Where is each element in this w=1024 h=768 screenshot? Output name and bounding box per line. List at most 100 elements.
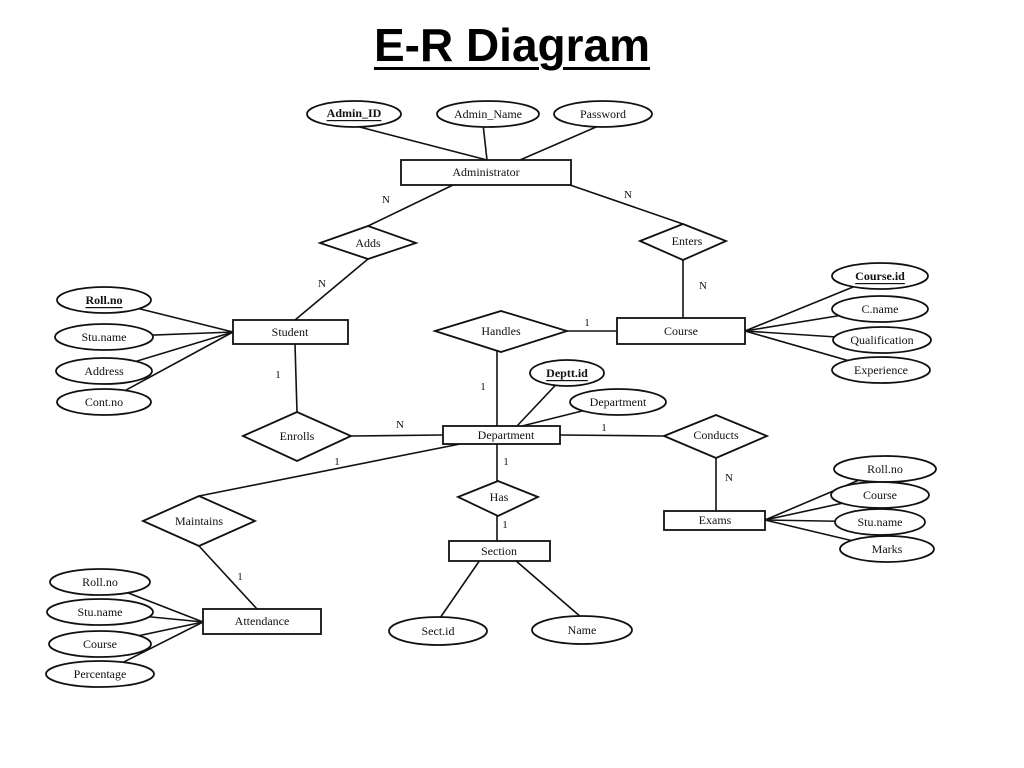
connector-line — [351, 124, 488, 161]
relationship-label: Conducts — [693, 428, 739, 442]
connector-line — [569, 184, 684, 225]
attribute-label: Stu.name — [858, 515, 903, 529]
entity-student: Student — [232, 319, 349, 345]
attribute-section-name: Name — [531, 615, 633, 645]
attribute-label: Roll.no — [867, 462, 903, 476]
relationship-label: Has — [490, 490, 509, 504]
attribute-label: Sect.id — [422, 624, 455, 638]
attribute-course-experience: Experience — [831, 356, 931, 384]
cardinality-label: N — [318, 278, 326, 290]
attribute-label: Stu.name — [78, 605, 123, 619]
relationship-adds: Adds — [317, 225, 419, 260]
entity-section: Section — [448, 540, 551, 562]
cardinality-labels: N N N N 1 1 1 N 1 N 1 1 1 1 — [237, 189, 733, 583]
relationship-label: Maintains — [175, 514, 223, 528]
attribute-label: Roll.no — [85, 293, 122, 307]
attribute-dept-id: Deptt.id — [529, 359, 605, 387]
entity-label: Course — [664, 324, 698, 338]
relationship-maintains: Maintains — [140, 495, 258, 547]
attribute-label: Department — [590, 395, 647, 409]
attribute-label: Roll.no — [82, 575, 118, 589]
attribute-label: Course — [83, 637, 117, 651]
cardinality-label: 1 — [275, 369, 281, 381]
attribute-exam-stu-name: Stu.name — [834, 508, 926, 536]
cardinality-label: 1 — [601, 422, 607, 434]
attribute-label: Percentage — [74, 667, 127, 681]
relationship-label: Enters — [672, 234, 703, 248]
attribute-exam-roll-no: Roll.no — [833, 455, 937, 483]
attribute-label: Experience — [854, 363, 908, 377]
cardinality-label: N — [725, 472, 733, 484]
connector-line — [198, 443, 461, 497]
attribute-label: Deptt.id — [546, 366, 588, 380]
attribute-section-id: Sect.id — [388, 616, 488, 646]
cardinality-label: N — [382, 194, 390, 206]
cardinality-label: 1 — [503, 456, 509, 468]
relationship-handles: Handles — [431, 310, 571, 353]
attribute-label: Admin_Name — [454, 107, 522, 121]
entity-department: Department — [442, 425, 561, 445]
attribute-attendance-stu-name: Stu.name — [46, 598, 154, 626]
entity-label: Attendance — [235, 614, 290, 628]
attribute-dept-department: Department — [569, 388, 667, 416]
cardinality-label: N — [396, 419, 404, 431]
entity-label: Section — [481, 544, 517, 558]
attribute-exam-marks: Marks — [839, 535, 935, 563]
relationship-enters: Enters — [637, 223, 729, 261]
connector-line — [559, 434, 665, 437]
relationship-label: Adds — [355, 236, 381, 250]
cardinality-label: N — [624, 189, 632, 201]
attribute-label: C.name — [862, 302, 899, 316]
page-title: E-R Diagram — [373, 19, 651, 71]
connector-line — [294, 343, 298, 413]
connector-line — [367, 184, 454, 227]
cardinality-label: 1 — [584, 317, 590, 329]
connector-line — [514, 559, 583, 619]
attribute-label: Course — [863, 488, 897, 502]
cardinality-label: 1 — [334, 456, 340, 468]
relationship-has: Has — [455, 480, 541, 517]
attribute-admin-name: Admin_Name — [436, 100, 540, 128]
attribute-student-name: Stu.name — [54, 323, 154, 351]
attribute-label: Stu.name — [82, 330, 127, 344]
attribute-attendance-roll-no: Roll.no — [49, 568, 151, 596]
attribute-attendance-percentage: Percentage — [45, 660, 155, 688]
attribute-label: Password — [580, 107, 626, 121]
entity-exams: Exams — [663, 510, 766, 531]
relationship-label: Enrolls — [280, 429, 315, 443]
attribute-label: Course.id — [855, 269, 905, 283]
connector-line — [439, 559, 481, 619]
attribute-course-id: Course.id — [831, 262, 929, 290]
attribute-student-cont-no: Cont.no — [56, 388, 152, 416]
connector-line — [519, 123, 604, 161]
cardinality-label: 1 — [237, 571, 243, 583]
relationship-conducts: Conducts — [661, 414, 770, 459]
attribute-student-address: Address — [55, 357, 153, 385]
attribute-course-qualification: Qualification — [832, 326, 932, 354]
attribute-label: Admin_ID — [327, 106, 382, 120]
attribute-label: Qualification — [850, 333, 913, 347]
entity-label: Student — [272, 325, 309, 339]
entity-label: Administrator — [452, 165, 519, 179]
entity-label: Exams — [699, 513, 732, 527]
entity-attendance: Attendance — [202, 608, 322, 635]
cardinality-label: 1 — [480, 381, 486, 393]
attribute-label: Address — [84, 364, 124, 378]
attribute-student-roll-no: Roll.no — [56, 286, 152, 314]
attribute-password: Password — [553, 100, 653, 128]
attribute-course-cname: C.name — [831, 295, 929, 323]
entity-label: Department — [478, 428, 535, 442]
attribute-label: Cont.no — [85, 395, 123, 409]
cardinality-label: N — [699, 280, 707, 292]
relationship-enrolls: Enrolls — [240, 411, 354, 462]
connector-line — [350, 434, 444, 437]
attribute-label: Marks — [872, 542, 903, 556]
attribute-label: Name — [568, 623, 597, 637]
entity-administrator: Administrator — [400, 159, 572, 186]
connector-line — [294, 258, 369, 321]
relationship-label: Handles — [481, 324, 521, 338]
connector-line — [482, 123, 488, 161]
connector-lines — [99, 123, 888, 675]
attribute-exam-course: Course — [830, 481, 930, 509]
